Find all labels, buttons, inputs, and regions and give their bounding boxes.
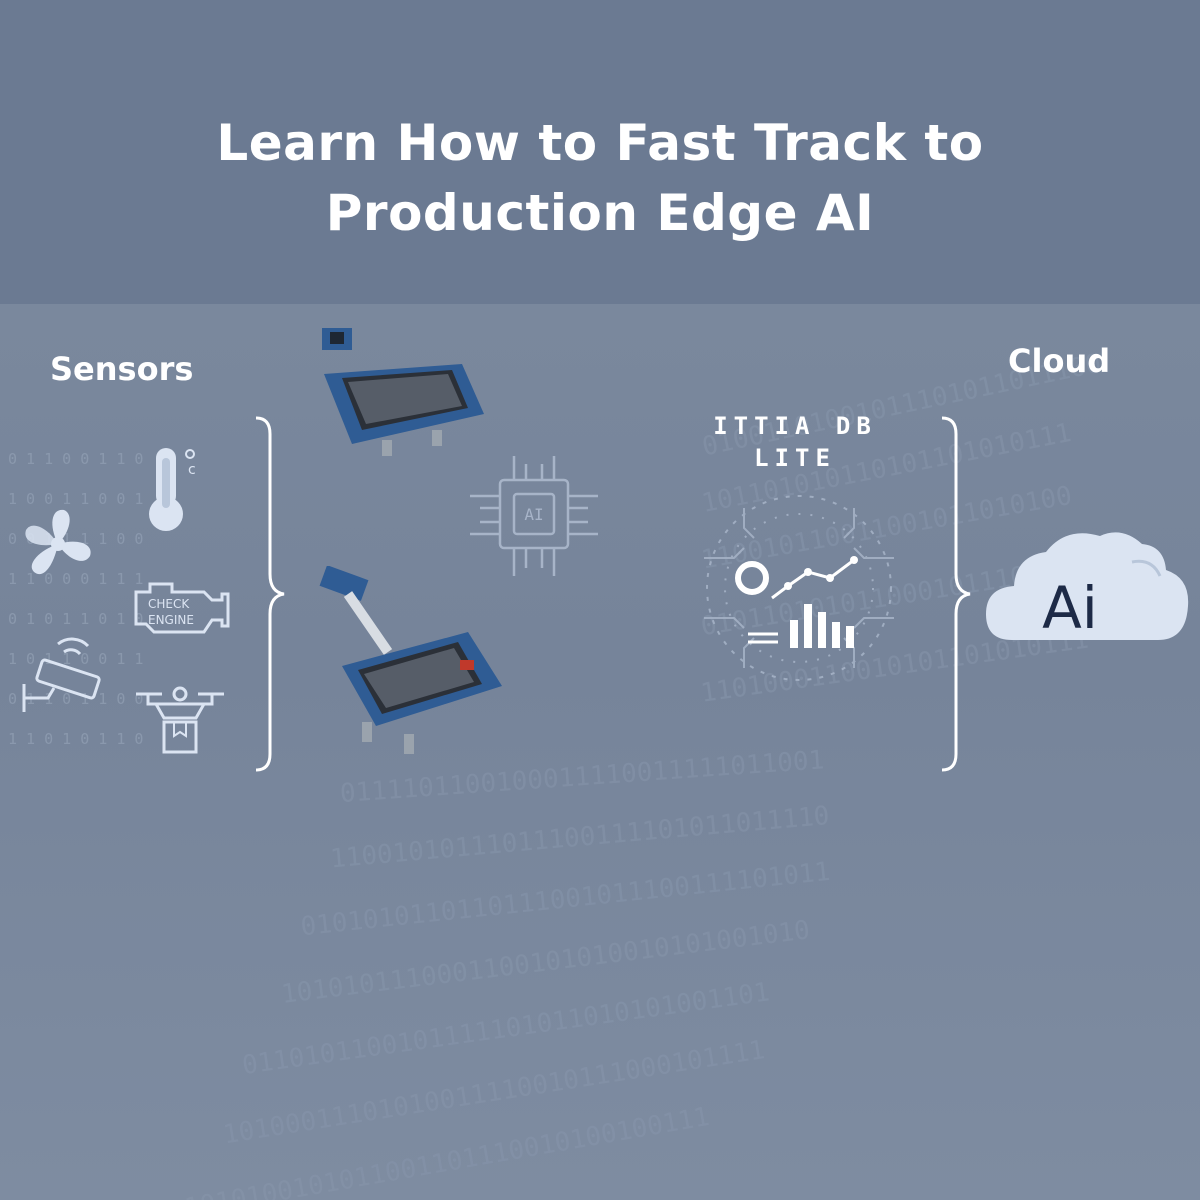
svg-text:0 1 1 0 0 1 1 0: 0 1 1 0 0 1 1 0 (8, 450, 143, 468)
svg-text:1 1 0 0 0 1 1 1: 1 1 0 0 0 1 1 1 (8, 570, 143, 588)
dev-board-bottom (319, 566, 502, 754)
title-line-1: Learn How to Fast Track to (216, 114, 984, 172)
analytics-chart-icon (704, 495, 894, 681)
ai-cloud-icon: Ai (986, 532, 1189, 642)
diagram-panel: 0111101100100011110011111011001 11001010… (0, 304, 1200, 1200)
right-brace (941, 416, 971, 772)
thermometer-icon: c (149, 448, 196, 531)
chip-label: AI (524, 505, 543, 524)
check-engine-line-1: CHECK (148, 597, 190, 611)
cloud-label: Cloud (1008, 342, 1111, 380)
title-line-2: Production Edge AI (325, 184, 875, 242)
cloud-ai-label: Ai (1042, 574, 1098, 642)
left-brace (255, 416, 285, 772)
svg-text:1 0 0 1 1 0 0 1: 1 0 0 1 1 0 0 1 (8, 490, 143, 508)
svg-text:c: c (188, 462, 196, 478)
svg-text:110010101110111001111010110111: 11001010111011100111101011011110 (329, 801, 831, 875)
binary-background: 0111101100100011110011111011001 11001010… (8, 348, 1104, 1200)
header-band: Learn How to Fast Track to Production Ed… (0, 0, 1200, 304)
fan-icon (25, 509, 91, 575)
delivery-drone-icon (136, 686, 224, 754)
svg-text:0 1 0 1 1 0 1 0: 0 1 0 1 1 0 1 0 (8, 610, 143, 628)
check-engine-icon: CHECK ENGINE (134, 582, 230, 634)
svg-text:0 1 1 0 1 1 0 0: 0 1 1 0 1 1 0 0 (8, 690, 143, 708)
db-name-line-2: LITE (754, 444, 836, 472)
svg-text:1 1 0 1 0 1 1 0: 1 1 0 1 0 1 1 0 (8, 730, 143, 748)
db-name-line-1: ITTIA DB (713, 412, 877, 440)
security-camera-icon (22, 637, 101, 712)
page-title: Learn How to Fast Track to Production Ed… (0, 108, 1200, 248)
sensors-label: Sensors (50, 350, 194, 388)
ai-chip-icon: AI (470, 456, 598, 576)
dev-board-top (322, 328, 484, 456)
check-engine-line-2: ENGINE (148, 613, 194, 627)
